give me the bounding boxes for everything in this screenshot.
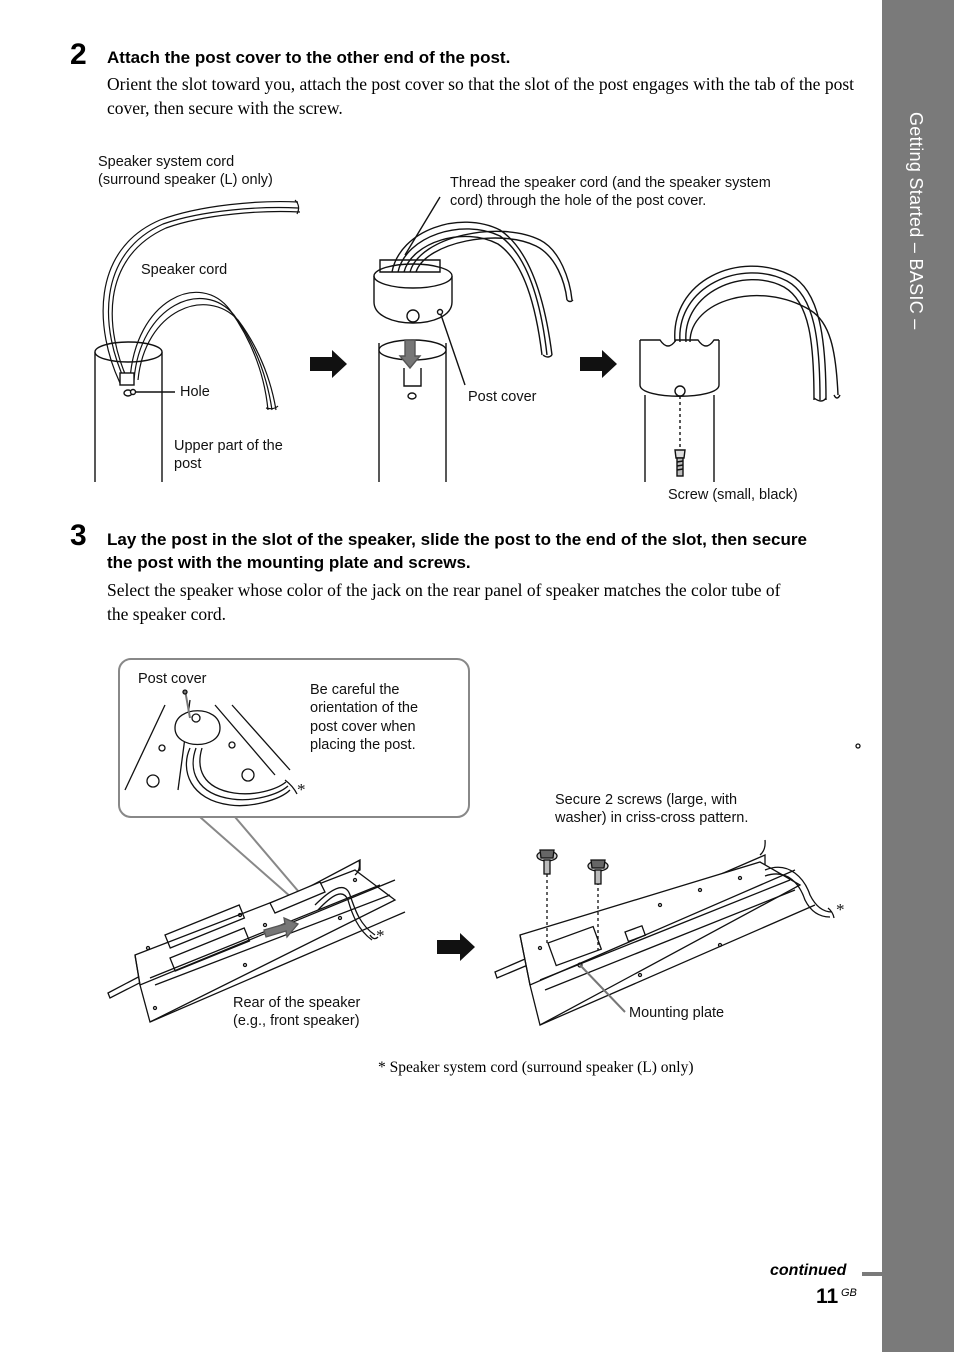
callout-label-post-cover: Post cover [138,671,207,687]
label-secure-screws-2: washer) in criss-cross pattern. [555,810,749,826]
screw-large-1 [536,849,558,875]
label-mounting-plate: Mounting plate [629,1005,725,1021]
arrow-right-1 [310,350,347,378]
step-3-title-2: the post with the mounting plate and scr… [107,553,471,572]
step-2-title: Attach the post cover to the other end o… [107,48,511,67]
label-hole: Hole [180,384,210,400]
label-thread-instruction-2: cord) through the hole of the post cover… [450,193,707,209]
label-speaker-system-cord-note: (surround speaker (L) only) [98,172,273,188]
label-speaker-cord: Speaker cord [141,262,228,278]
callout-label-careful-3: post cover when [310,719,416,735]
step-3-title: Lay the post in the slot of the speaker,… [107,530,807,549]
label-thread-instruction: Thread the speaker cord (and the speaker… [450,175,771,191]
label-secure-screws: Secure 2 screws (large, with [555,792,738,808]
callout-label-careful-4: placing the post. [310,737,416,753]
step-3-body: Select the speaker whose color of the ja… [107,580,781,600]
asterisk-callout: * [297,780,306,799]
post-with-cover [373,221,574,482]
label-rear-speaker-2: (e.g., front speaker) [233,1013,360,1029]
callout-box [118,658,470,818]
post-assembled [639,265,841,482]
label-screw: Screw (small, black) [668,487,798,503]
callout-label-careful-2: orientation of the [310,700,419,716]
page-suffix: GB [841,1287,857,1299]
label-upper-part-2: post [174,456,202,472]
callout-label-careful: Be careful the [310,682,400,698]
footnote: * Speaker system cord (surround speaker … [378,1059,694,1076]
speaker-cord [129,291,279,411]
thread-leader [404,196,441,256]
arrow-right-2 [580,350,617,378]
post-cover-leader [439,311,466,386]
arrow-right-3 [437,933,475,961]
label-post-cover: Post cover [468,389,537,405]
asterisk-left-speaker: * [376,926,385,945]
speaker-rear-left [107,858,406,1023]
label-upper-part: Upper part of the [174,438,283,454]
post-upper-part [94,341,163,482]
speaker-system-cord [102,199,301,384]
step-3-number: 3 [70,519,87,552]
label-rear-speaker: Rear of the speaker [233,995,361,1011]
callout-detail [124,689,861,807]
step-2-body: Orient the slot toward you, attach the p… [107,74,854,118]
screw-large-2 [587,859,609,885]
speaker-rear-right [494,839,835,1026]
step-3-body-2: the speaker cord. [107,604,227,624]
asterisk-right-speaker: * [836,900,845,919]
section-side-tab [882,0,954,1352]
label-speaker-system-cord: Speaker system cord [98,154,235,170]
section-title: Getting Started – BASIC – [906,112,926,330]
continued-bar [862,1272,882,1276]
step-2-number: 2 [70,38,87,71]
page-number: 11 [816,1285,839,1308]
continued-label: continued [770,1262,847,1279]
